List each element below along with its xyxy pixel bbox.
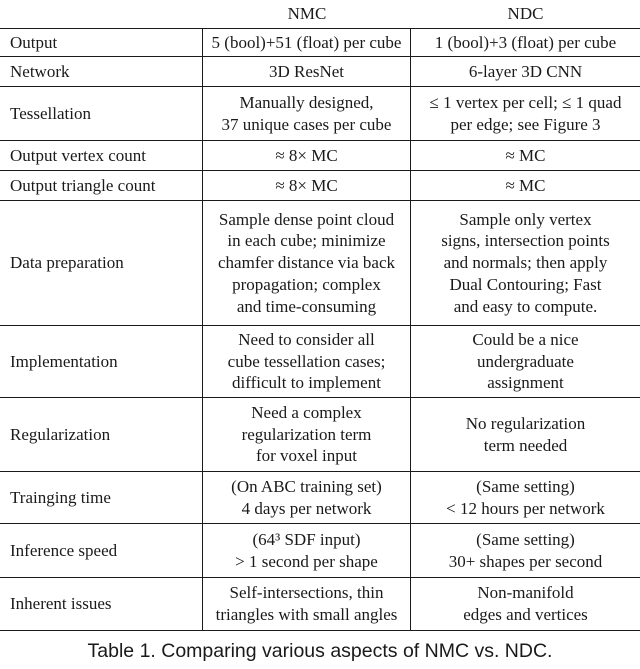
- nmc-cell-line: difficult to implement: [232, 373, 381, 393]
- table-row: Output triangle count ≈ 8× MC ≈ MC: [0, 171, 640, 201]
- nmc-cell-line: ≈ 8× MC: [275, 175, 338, 195]
- table-header-row: NMC NDC: [0, 0, 640, 29]
- nmc-cell: 3D ResNet: [203, 57, 411, 86]
- ndc-cell: 6-layer 3D CNN: [411, 57, 640, 86]
- nmc-cell-line: Need a complex: [251, 402, 362, 422]
- row-label: Inherent issues: [0, 578, 203, 630]
- ndc-cell-line: Dual Contouring; Fast: [449, 274, 602, 294]
- ndc-cell: Non-manifold edges and vertices: [411, 578, 640, 630]
- ndc-cell-line: Sample only vertex: [459, 209, 592, 229]
- table-row: Trainging time(On ABC training set)4 day…: [0, 472, 640, 524]
- nmc-cell-line: > 1 second per shape: [235, 551, 378, 571]
- ndc-cell-line: and normals; then apply: [443, 253, 608, 273]
- nmc-cell-line: propagation; complex: [232, 274, 381, 294]
- table-row: Network 3D ResNet 6-layer 3D CNN: [0, 57, 640, 87]
- header-corner: [0, 0, 203, 28]
- row-label: Tessellation: [0, 87, 203, 140]
- ndc-cell: ≈ MC: [411, 171, 640, 200]
- ndc-cell-line: term needed: [483, 435, 568, 455]
- nmc-cell-line: Manually designed,: [239, 92, 374, 112]
- ndc-cell-line: ≈ MC: [505, 175, 546, 195]
- nmc-cell-line: triangles with small angles: [215, 605, 398, 624]
- nmc-cell: ≈ 8× MC: [203, 141, 411, 170]
- table-row: Inference speed(64³ SDF input)> 1 second…: [0, 524, 640, 578]
- ndc-cell: (Same setting)30+ shapes per second: [411, 524, 640, 577]
- nmc-cell-line: Sample dense point cloud: [218, 209, 395, 229]
- nmc-cell-line: (64³ SDF input): [252, 529, 361, 549]
- nmc-cell: 5 (bool)+51 (float) per cube: [203, 29, 411, 56]
- ndc-cell-line: < 12 hours per network: [446, 498, 605, 518]
- nmc-cell-line: regularization term: [241, 424, 372, 444]
- comparison-table: NMC NDC Output 5 (bool)+51 (float) per cu…: [0, 0, 640, 631]
- row-label: Network: [0, 57, 203, 86]
- ndc-cell-line: No regularization: [465, 413, 586, 433]
- nmc-cell-line: in each cube; minimize: [227, 231, 386, 251]
- header-ndc: NDC: [507, 4, 544, 24]
- ndc-cell: 1 (bool)+3 (float) per cube: [411, 29, 640, 56]
- nmc-cell-line: cube tessellation cases;: [227, 351, 386, 371]
- nmc-cell-line: for voxel input: [255, 446, 358, 466]
- nmc-cell-line: 5 (bool)+51 (float) per cube: [211, 32, 402, 52]
- nmc-cell-line: Self-intersections, thin: [229, 583, 384, 603]
- ndc-cell-line: signs, intersection points: [441, 231, 610, 251]
- nmc-cell-line: 4 days per network: [241, 498, 372, 518]
- nmc-cell-line: 37 unique cases per cube: [221, 114, 392, 134]
- nmc-cell-line: 3D ResNet: [268, 61, 345, 81]
- ndc-cell-line: assignment: [487, 373, 564, 393]
- ndc-cell: (Same setting)< 12 hours per network: [411, 472, 640, 523]
- ndc-cell-line: undergraduate: [477, 351, 574, 371]
- ndc-cell-line: ≤ 1 vertex per cell; ≤ 1 quad: [429, 92, 622, 112]
- nmc-cell: Self-intersections, thin triangles with s…: [203, 578, 411, 630]
- ndc-cell-line: edges and vertices: [463, 605, 588, 624]
- ndc-cell-line: per edge; see Figure 3: [450, 114, 601, 134]
- row-label: Output triangle count: [0, 171, 203, 200]
- ndc-cell-line: ≈ MC: [505, 145, 546, 165]
- ndc-cell: ≈ MC: [411, 141, 640, 170]
- nmc-cell: (On ABC training set)4 days per network: [203, 472, 411, 523]
- ndc-cell-line: Non-manifold: [477, 583, 574, 603]
- ndc-cell-line: 1 (bool)+3 (float) per cube: [434, 32, 617, 52]
- row-label: Inference speed: [0, 524, 203, 577]
- ndc-cell-line: (Same setting): [476, 476, 575, 496]
- ndc-cell-line: 30+ shapes per second: [448, 551, 603, 571]
- table-row: Inherent issues Self-intersections, thin t…: [0, 578, 640, 631]
- table-caption: Table 1. Comparing various aspects of NM…: [87, 640, 553, 662]
- ndc-cell-line: and easy to compute.: [453, 296, 598, 316]
- nmc-cell-line: (On ABC training set): [231, 476, 382, 496]
- row-label: Trainging time: [0, 472, 203, 523]
- nmc-cell: (64³ SDF input)> 1 second per shape: [203, 524, 411, 577]
- nmc-cell-line: chamfer distance via back: [218, 253, 395, 273]
- row-label: Output: [0, 29, 203, 56]
- nmc-cell: ≈ 8× MC: [203, 171, 411, 200]
- row-label: Data preparation: [0, 201, 203, 325]
- table-row: Output 5 (bool)+51 (float) per cube 1 (boo…: [0, 29, 640, 57]
- ndc-cell-line: Could be a nice: [472, 329, 579, 349]
- row-label: Regularization: [0, 398, 203, 471]
- header-nmc: NMC: [287, 4, 327, 24]
- nmc-cell-line: and time-consuming: [236, 296, 377, 316]
- table-row: Output vertex count ≈ 8× MC ≈ MC: [0, 141, 640, 171]
- ndc-cell-line: 6-layer 3D CNN: [468, 61, 583, 81]
- nmc-cell-line: ≈ 8× MC: [275, 145, 338, 165]
- nmc-cell-line: Need to consider all: [238, 329, 375, 349]
- ndc-cell-line: (Same setting): [476, 529, 575, 549]
- row-label: Output vertex count: [0, 141, 203, 170]
- nmc-cell: Manually designed,37 unique cases per cu…: [203, 87, 411, 140]
- row-label: Implementation: [0, 326, 203, 397]
